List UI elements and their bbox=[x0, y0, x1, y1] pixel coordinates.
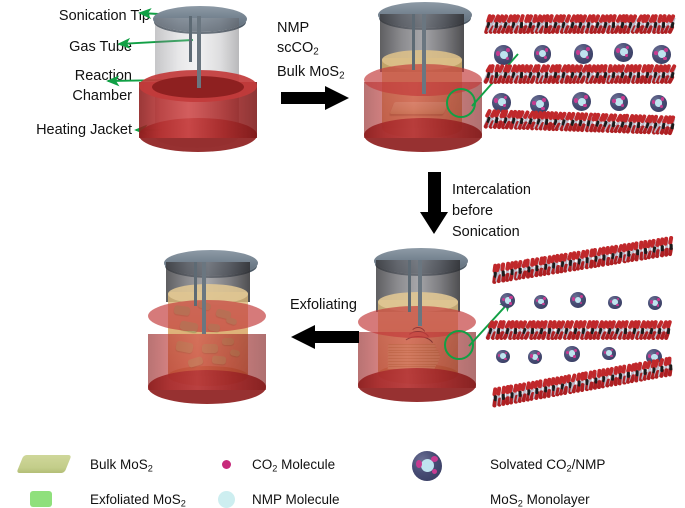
solvated-sphere bbox=[492, 92, 511, 112]
sonication-tip bbox=[422, 14, 426, 94]
label-heating-jacket-text: Heating Jacket bbox=[36, 122, 132, 138]
solvated-sphere bbox=[648, 295, 663, 311]
sonication-tip bbox=[418, 260, 422, 326]
label-reaction-chamber: Reaction Chamber bbox=[10, 66, 132, 106]
co2-dot-icon bbox=[222, 460, 231, 469]
mos2-layer bbox=[484, 13, 676, 36]
input-nmp: NMP bbox=[277, 20, 310, 36]
legend-item-exfoliated-mos2: Exfoliated MoS2 bbox=[90, 492, 186, 508]
legend-item-nmp-molecule: NMP Molecule bbox=[252, 492, 340, 507]
input-bulk-mos2: Bulk MoS2 bbox=[277, 64, 345, 82]
solvated-sphere bbox=[496, 349, 510, 364]
gas-tube bbox=[412, 14, 415, 70]
solvated-sphere bbox=[602, 346, 616, 361]
solvated-sphere bbox=[494, 45, 514, 65]
intercalation-line3: Sonication bbox=[452, 224, 520, 240]
solvated-sphere bbox=[574, 44, 594, 64]
label-gas-tube: Gas Tube bbox=[18, 39, 132, 56]
solvated-sphere bbox=[610, 93, 629, 112]
label-step-inputs: NMP scCO2 Bulk MoS2 bbox=[277, 18, 345, 87]
label-step-exfoliating: Exfoliating bbox=[290, 297, 357, 314]
intercalation-line1: Intercalation bbox=[452, 182, 531, 198]
legend-item-co2-molecule: CO2 Molecule bbox=[252, 457, 336, 474]
label-step-intercalation: Intercalation before Sonication bbox=[452, 180, 531, 243]
reactor-empty bbox=[131, 6, 257, 158]
solvated-sphere bbox=[614, 42, 633, 62]
heating-jacket-rim bbox=[148, 300, 266, 332]
solvated-sphere bbox=[500, 293, 516, 309]
solvated-sphere bbox=[650, 94, 668, 112]
solvated-sphere bbox=[572, 92, 592, 112]
sonication-tip bbox=[197, 16, 201, 88]
reactor-exfoliated bbox=[140, 250, 274, 410]
solvated-sphere bbox=[570, 292, 586, 309]
solvated-sphere-row bbox=[486, 292, 674, 312]
exfoliating-text: Exfoliating bbox=[290, 297, 357, 313]
intercalation-line2: before bbox=[452, 203, 494, 219]
solvated-sphere bbox=[530, 95, 550, 115]
gas-tube bbox=[408, 260, 411, 312]
legend-item-mos2-monolayer: MoS2 Monolayer bbox=[490, 492, 590, 508]
arrow-step1-right bbox=[281, 86, 349, 110]
solvated-sphere bbox=[652, 45, 672, 65]
label-gas-tube-text: Gas Tube bbox=[69, 39, 132, 55]
slab-icon bbox=[16, 455, 72, 473]
fluid-meniscus bbox=[168, 284, 248, 304]
gas-tube bbox=[194, 262, 197, 306]
solvated-sphere bbox=[528, 349, 543, 365]
mos2-layer bbox=[482, 63, 677, 86]
nmp-dot-icon bbox=[218, 491, 235, 508]
sonication-tip bbox=[202, 262, 206, 334]
legend-item-solvated: Solvated CO2/NMP bbox=[490, 457, 606, 474]
solvated-sphere-row bbox=[486, 92, 674, 115]
solvated-sphere-icon bbox=[412, 451, 442, 481]
flake-icon bbox=[30, 491, 52, 507]
label-sonication-tip-text: Sonication Tip bbox=[58, 8, 150, 24]
panel-intercalation bbox=[478, 6, 678, 154]
label-reaction-chamber-line2: Chamber bbox=[72, 88, 132, 104]
solvated-sphere bbox=[608, 295, 622, 310]
callout-circle-bottom bbox=[444, 330, 474, 360]
arrow-step2-down bbox=[420, 172, 448, 234]
solvated-sphere-row bbox=[486, 346, 674, 372]
solvated-sphere-row bbox=[486, 42, 674, 65]
label-heating-jacket: Heating Jacket bbox=[10, 122, 132, 139]
arrow-step3-left bbox=[291, 325, 359, 349]
mos2-layer bbox=[483, 108, 676, 142]
heating-jacket-body bbox=[148, 334, 266, 390]
legend: Bulk MoS2 Exfoliated MoS2 CO2 Molecule N… bbox=[0, 443, 685, 508]
solvated-sphere bbox=[534, 294, 549, 309]
solvated-sphere bbox=[564, 346, 580, 362]
mos2-layer bbox=[491, 235, 673, 288]
panel-exfoliation bbox=[478, 235, 678, 408]
input-scco2: scCO2 bbox=[277, 40, 319, 58]
solvated-sphere bbox=[534, 45, 552, 63]
monolayer-icon bbox=[400, 487, 480, 503]
legend-item-bulk-mos2: Bulk MoS2 bbox=[90, 457, 153, 474]
label-sonication-tip: Sonication Tip bbox=[18, 8, 150, 25]
mos2-layer bbox=[485, 319, 674, 342]
gas-tube bbox=[189, 16, 192, 62]
